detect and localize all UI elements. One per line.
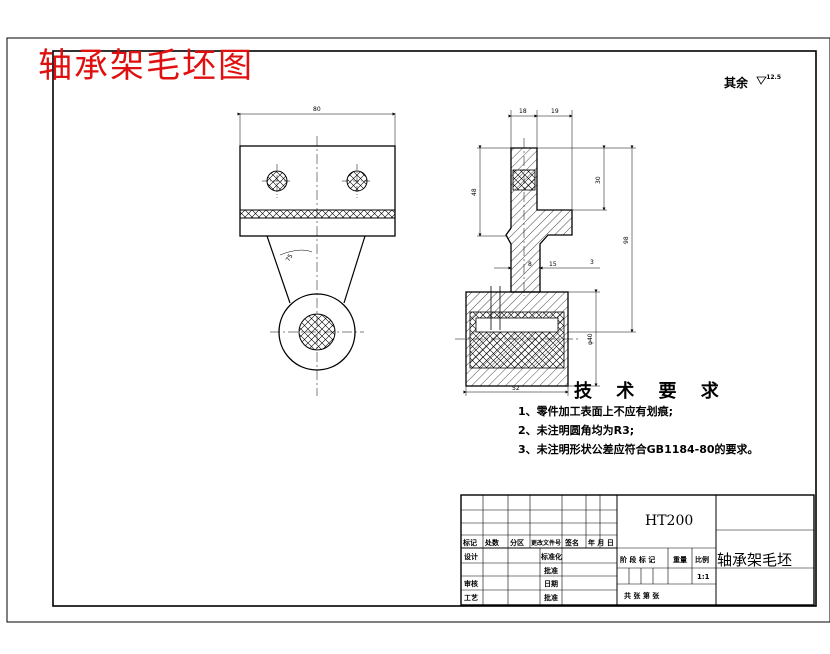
drawing-title: 轴承架毛坯图 [38,46,254,86]
dim-h-total: 98 [623,236,630,244]
dim-angle: 75 [285,253,295,263]
tb-weight-label: 重量 [673,556,687,564]
title-block [460,494,815,606]
dim-w2: 19 [551,108,559,115]
tb-rev-sign: 签名 [565,539,579,547]
tb-rev-zone: 分区 [510,539,524,547]
front-view [237,112,396,396]
tb-scale-value: 1:1 [697,573,710,581]
dim-bottom-width: 52 [512,385,520,392]
dim-h-right: 30 [595,176,602,184]
roughness-value: 12.5 [766,74,782,81]
dim-web2: 15 [549,261,557,268]
tb-design: 设计 [464,553,478,561]
technical-requirements-heading: 技 术 要 求 [574,381,728,402]
tb-process: 工艺 [464,594,478,602]
tb-material: HT200 [645,513,694,529]
tb-review: 审核 [464,580,478,588]
side-view [455,110,636,396]
tb-std-approve: 批准 [544,567,558,575]
roughness-note: 其余 12.5 [724,74,781,91]
outer-frame [6,37,830,623]
dim-web: 8 [528,261,532,268]
roughness-label: 其余 [724,76,749,90]
dim-boss: φ40 [587,333,594,345]
tb-sheet-text: 共 张 第 张 [624,592,660,600]
dim-w1: 18 [519,108,527,115]
dim-h-left: 48 [471,188,478,196]
tb-rev-count: 处数 [485,539,499,547]
tech-item-2: 2、未注明圆角均为R3; [518,424,635,437]
tb-part-name: 轴承架毛坯 [717,551,793,569]
tech-item-1: 1、零件加工表面上不应有划痕; [518,405,674,418]
dim-top-width: 80 [313,106,321,113]
tb-rev-doc: 更改文件号 [531,540,562,547]
tech-item-3: 3、未注明形状公差应符合GB1184-80的要求。 [518,443,759,456]
tb-approve: 批准 [544,594,558,602]
tb-std-date: 日期 [544,580,558,588]
inner-frame [52,50,817,607]
tb-scale-label: 比例 [695,556,709,564]
tb-standardization: 标准化 [541,553,562,561]
dim-gap: 3 [590,259,594,266]
tb-rev-date: 年 月 日 [588,539,614,547]
tb-stage-label: 阶 段 标 记 [620,556,656,564]
tb-rev-mark: 标记 [463,539,477,547]
